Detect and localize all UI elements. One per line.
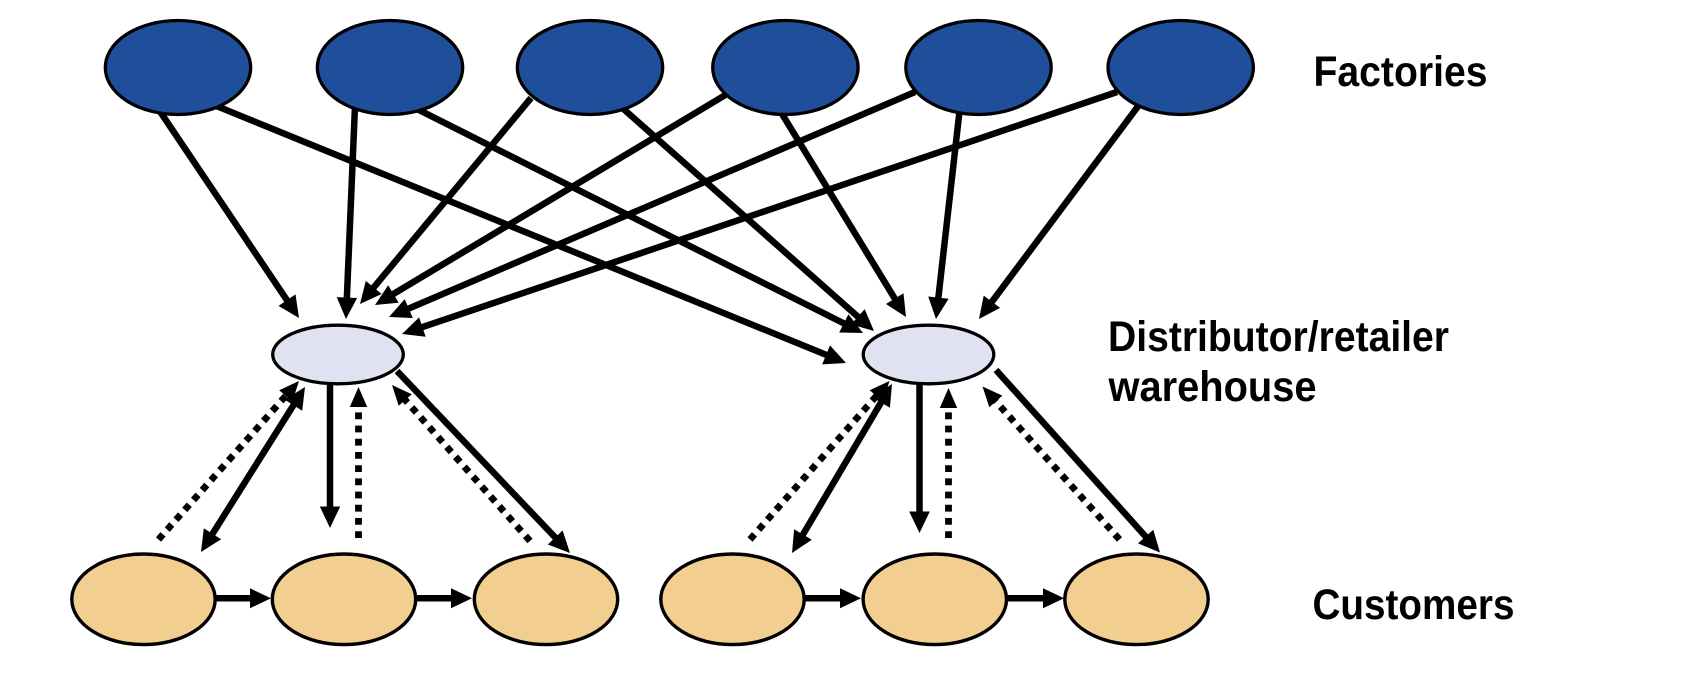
svg-text:Factories: Factories bbox=[1314, 49, 1488, 96]
svg-text:Customers: Customers bbox=[1313, 582, 1515, 629]
svg-text:warehouse: warehouse bbox=[1108, 364, 1317, 411]
svg-text:Distributor/retailer: Distributor/retailer bbox=[1108, 314, 1449, 361]
